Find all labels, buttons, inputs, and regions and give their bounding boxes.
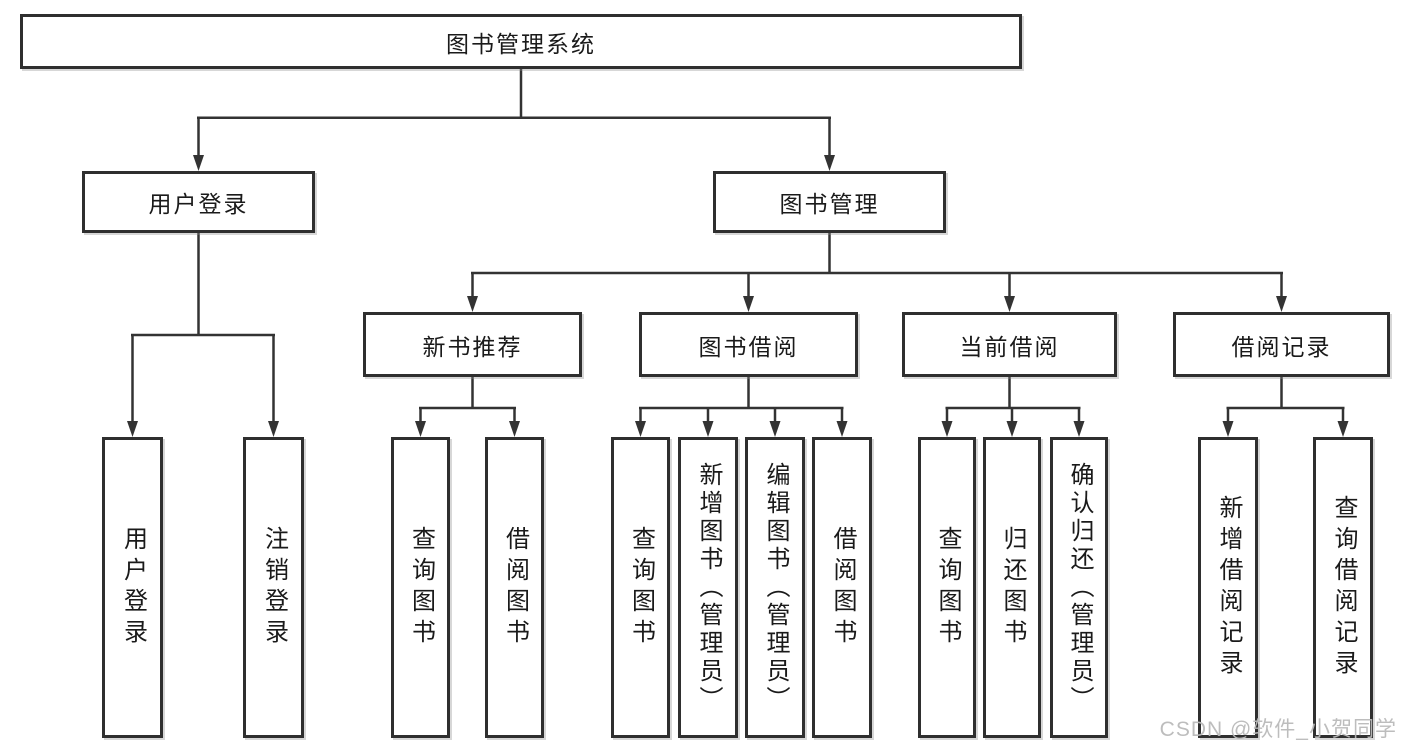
csdn-watermark: CSDN @软件_小贺同学 <box>1159 718 1397 741</box>
leaf-bb-query-books: 查询图书 <box>611 437 670 738</box>
node-user-login-label: 用户登录 <box>148 191 249 217</box>
node-root-system: 图书管理系统 <box>20 14 1022 69</box>
leaf-logout-label: 注销登录 <box>260 525 288 650</box>
leaf-cb-confirm-return-admin-label: 确认归还（管理员） <box>1066 461 1093 714</box>
node-book-borrow: 图书借阅 <box>639 312 858 377</box>
leaf-nbr-query-books: 查询图书 <box>391 437 450 738</box>
leaf-cb-query-books: 查询图书 <box>918 437 976 738</box>
leaf-bb-edit-book-admin-label: 编辑图书（管理员） <box>762 461 789 714</box>
leaf-cb-return-books-label: 归还图书 <box>999 525 1026 650</box>
node-borrow-records: 借阅记录 <box>1173 312 1390 377</box>
leaf-bb-add-book-admin: 新增图书（管理员） <box>678 437 738 738</box>
leaf-bb-add-book-admin-label: 新增图书（管理员） <box>695 461 722 714</box>
node-current-borrow-label: 当前借阅 <box>959 333 1060 360</box>
leaf-br-query-record-label: 查询借阅记录 <box>1330 494 1357 681</box>
leaf-cb-query-books-label: 查询图书 <box>934 525 961 650</box>
node-current-borrow: 当前借阅 <box>902 312 1117 377</box>
leaf-br-query-record: 查询借阅记录 <box>1313 437 1373 738</box>
leaf-user-login: 用户登录 <box>102 437 163 738</box>
node-book-management: 图书管理 <box>713 171 946 233</box>
leaf-br-add-record: 新增借阅记录 <box>1198 437 1258 738</box>
node-new-book-recommend: 新书推荐 <box>363 312 582 377</box>
leaf-user-login-label: 用户登录 <box>119 525 147 650</box>
leaf-bb-borrow-books: 借阅图书 <box>812 437 872 738</box>
node-new-book-recommend-label: 新书推荐 <box>422 333 523 360</box>
leaf-bb-query-books-label: 查询图书 <box>627 525 655 650</box>
node-user-login: 用户登录 <box>82 171 315 233</box>
node-root-label: 图书管理系统 <box>446 30 596 57</box>
node-book-borrow-label: 图书借阅 <box>698 333 799 360</box>
leaf-cb-return-books: 归还图书 <box>983 437 1041 738</box>
leaf-logout: 注销登录 <box>243 437 304 738</box>
leaf-cb-confirm-return-admin: 确认归还（管理员） <box>1050 437 1108 738</box>
node-book-management-label: 图书管理 <box>779 191 880 217</box>
node-borrow-records-label: 借阅记录 <box>1231 333 1332 360</box>
leaf-nbr-query-books-label: 查询图书 <box>407 525 435 650</box>
leaf-br-add-record-label: 新增借阅记录 <box>1215 494 1242 681</box>
leaf-nbr-borrow-books-label: 借阅图书 <box>501 525 529 650</box>
leaf-nbr-borrow-books: 借阅图书 <box>485 437 544 738</box>
leaf-bb-borrow-books-label: 借阅图书 <box>829 525 856 650</box>
leaf-bb-edit-book-admin: 编辑图书（管理员） <box>745 437 805 738</box>
arrowheads <box>127 155 1349 437</box>
